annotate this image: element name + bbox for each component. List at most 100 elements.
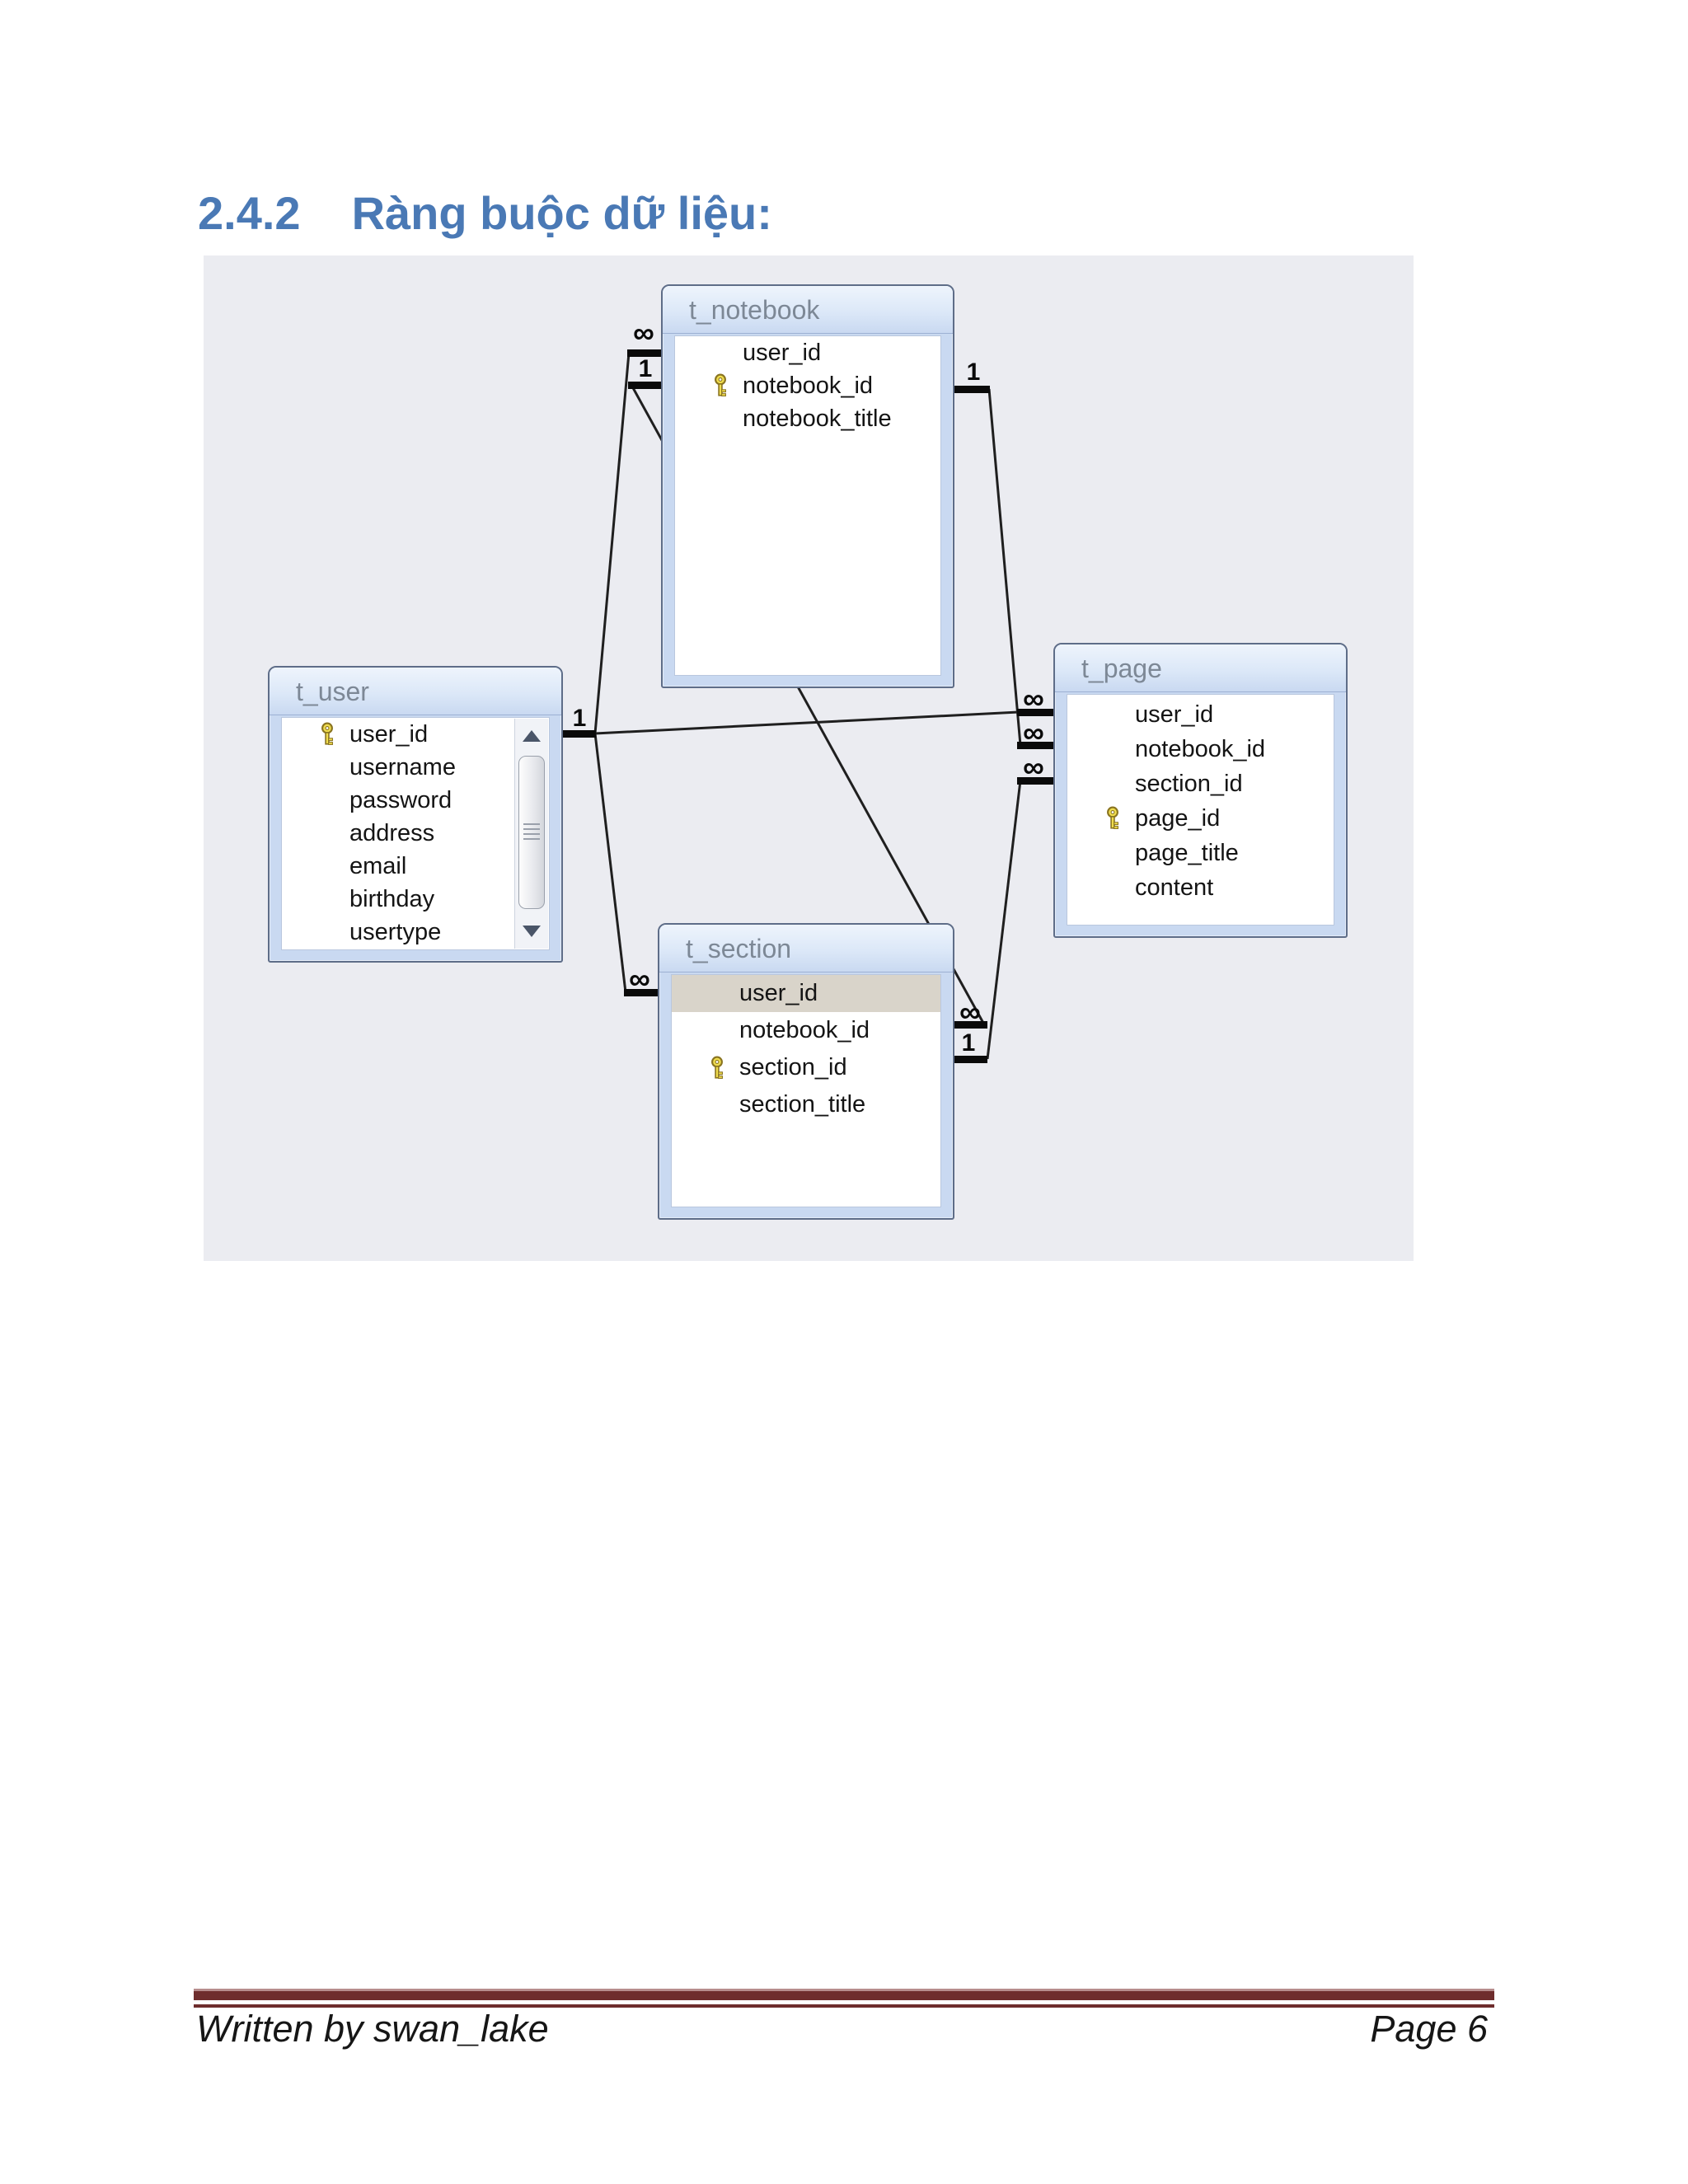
field-user-user-id[interactable]: user_id bbox=[282, 718, 549, 751]
field-label: content bbox=[1135, 874, 1214, 901]
table-t-user-titlebar[interactable]: t_user bbox=[270, 668, 561, 715]
field-user-password[interactable]: password bbox=[282, 784, 549, 817]
footer-rule-accent bbox=[194, 1989, 1494, 1991]
line-user-notebook[interactable] bbox=[593, 352, 631, 734]
table-t-section-title: t_section bbox=[686, 934, 792, 963]
field-page-page-title[interactable]: page_title bbox=[1067, 836, 1334, 870]
footer-rule-gap bbox=[194, 2000, 1494, 2004]
page-footer: Written by swan_lake Page 6 bbox=[196, 2008, 1488, 2050]
endpoint-bar-section-right-many bbox=[953, 1021, 987, 1029]
footer-rule bbox=[194, 1989, 1494, 2008]
line-notebook-page[interactable] bbox=[987, 388, 1022, 746]
field-label: user_id bbox=[743, 339, 822, 366]
footer-rule-thin bbox=[194, 2004, 1494, 2008]
cardinality-one-notebook-left: 1 bbox=[638, 355, 653, 382]
field-label: notebook_id bbox=[739, 1017, 870, 1043]
primary-key-icon bbox=[711, 373, 743, 398]
field-section-section-id[interactable]: section_id bbox=[672, 1049, 940, 1086]
field-user-username[interactable]: username bbox=[282, 751, 549, 784]
field-label: section_id bbox=[739, 1054, 847, 1080]
scrollbar-up-button[interactable] bbox=[515, 720, 548, 752]
field-page-content[interactable]: content bbox=[1067, 870, 1334, 905]
arrow-up-icon bbox=[523, 730, 541, 742]
field-page-page-id[interactable]: page_id bbox=[1067, 801, 1334, 836]
table-t-notebook[interactable]: t_notebook user_id notebook_id notebook_… bbox=[661, 284, 954, 688]
line-section-page[interactable] bbox=[986, 780, 1022, 1060]
section-number: 2.4.2 bbox=[198, 187, 301, 239]
field-page-notebook-id[interactable]: notebook_id bbox=[1067, 732, 1334, 766]
table-t-user-title: t_user bbox=[296, 677, 369, 706]
line-user-page[interactable] bbox=[594, 710, 1020, 735]
cardinality-many-page-section-id: ∞ bbox=[1023, 750, 1044, 784]
table-t-page[interactable]: t_page user_id notebook_id section_id pa… bbox=[1053, 643, 1348, 938]
cardinality-one-notebook-right: 1 bbox=[966, 359, 981, 386]
scrollbar-grip-icon bbox=[523, 823, 540, 841]
table-t-page-titlebar[interactable]: t_page bbox=[1055, 644, 1346, 692]
field-label: address bbox=[349, 819, 435, 846]
table-t-notebook-fieldlist: user_id notebook_id notebook_title bbox=[674, 335, 941, 676]
cardinality-many-section-right: ∞ bbox=[959, 995, 981, 1029]
field-user-birthday[interactable]: birthday bbox=[282, 883, 549, 916]
field-label: usertype bbox=[349, 918, 442, 945]
arrow-down-icon bbox=[523, 926, 541, 937]
endpoint-bar-page-section-id bbox=[1017, 777, 1053, 785]
table-t-section-fieldlist: user_id notebook_id section_id section_t… bbox=[671, 974, 941, 1207]
table-t-user-fieldlist: user_id username password address email … bbox=[281, 717, 550, 950]
endpoint-bar-notebook-left-one bbox=[628, 382, 661, 389]
field-page-section-id[interactable]: section_id bbox=[1067, 766, 1334, 801]
field-label: page_id bbox=[1135, 804, 1221, 832]
endpoint-bar-section-right-one bbox=[953, 1056, 987, 1063]
cardinality-one-user-right: 1 bbox=[572, 705, 587, 732]
field-notebook-notebook-title[interactable]: notebook_title bbox=[675, 402, 940, 435]
vertical-scrollbar[interactable] bbox=[514, 719, 548, 949]
scrollbar-down-button[interactable] bbox=[515, 916, 548, 947]
table-t-page-fieldlist: user_id notebook_id section_id page_id p… bbox=[1067, 694, 1334, 926]
field-label: username bbox=[349, 753, 456, 780]
field-label: notebook_title bbox=[743, 405, 892, 432]
table-t-notebook-titlebar[interactable]: t_notebook bbox=[663, 286, 953, 334]
field-label: user_id bbox=[739, 980, 818, 1006]
field-section-user-id[interactable]: user_id bbox=[672, 975, 940, 1012]
section-title: Ràng buộc dữ liệu: bbox=[351, 187, 772, 239]
field-user-usertype[interactable]: usertype bbox=[282, 916, 549, 949]
field-label: password bbox=[349, 786, 452, 813]
field-label: user_id bbox=[349, 720, 429, 748]
endpoint-bar-notebook-left-many bbox=[627, 349, 661, 357]
line-user-section[interactable] bbox=[593, 733, 627, 993]
table-t-user[interactable]: t_user user_id username password address bbox=[268, 666, 563, 963]
field-notebook-notebook-id[interactable]: notebook_id bbox=[675, 369, 940, 402]
field-user-email[interactable]: email bbox=[282, 850, 549, 883]
primary-key-icon bbox=[1104, 806, 1135, 831]
endpoint-bar-section-left-many bbox=[624, 989, 658, 996]
field-page-user-id[interactable]: user_id bbox=[1067, 697, 1334, 732]
cardinality-many-section-left: ∞ bbox=[629, 962, 650, 996]
field-label: section_title bbox=[739, 1091, 866, 1118]
field-label: user_id bbox=[1135, 701, 1214, 728]
table-t-page-title: t_page bbox=[1081, 654, 1162, 683]
field-label: notebook_id bbox=[743, 372, 874, 399]
scrollbar-thumb[interactable] bbox=[518, 756, 545, 909]
field-section-notebook-id[interactable]: notebook_id bbox=[672, 1012, 940, 1049]
field-notebook-user-id[interactable]: user_id bbox=[675, 336, 940, 369]
section-heading: 2.4.2 Ràng buộc dữ liệu: bbox=[198, 186, 772, 240]
endpoint-bar-page-notebook-id bbox=[1017, 742, 1053, 749]
endpoint-bar-page-user-id bbox=[1017, 709, 1053, 716]
cardinality-many-page-notebook-id: ∞ bbox=[1023, 715, 1044, 749]
field-section-section-title[interactable]: section_title bbox=[672, 1086, 940, 1123]
field-label: email bbox=[349, 852, 407, 879]
footer-rule-thick bbox=[194, 1991, 1494, 2000]
table-t-section-titlebar[interactable]: t_section bbox=[659, 925, 953, 972]
table-t-section[interactable]: t_section user_id notebook_id section_id… bbox=[658, 923, 954, 1220]
cardinality-many-notebook-left: ∞ bbox=[633, 316, 654, 349]
primary-key-icon bbox=[708, 1056, 739, 1080]
endpoint-bar-user-right bbox=[560, 730, 596, 738]
field-user-address[interactable]: address bbox=[282, 817, 549, 850]
footer-page-number: Page 6 bbox=[1370, 2008, 1488, 2050]
footer-author: Written by swan_lake bbox=[196, 2008, 549, 2050]
field-label: notebook_id bbox=[1135, 735, 1266, 762]
endpoint-bars bbox=[560, 349, 1053, 1063]
table-t-notebook-title: t_notebook bbox=[689, 295, 820, 325]
cardinality-many-page-user-id: ∞ bbox=[1023, 682, 1044, 715]
